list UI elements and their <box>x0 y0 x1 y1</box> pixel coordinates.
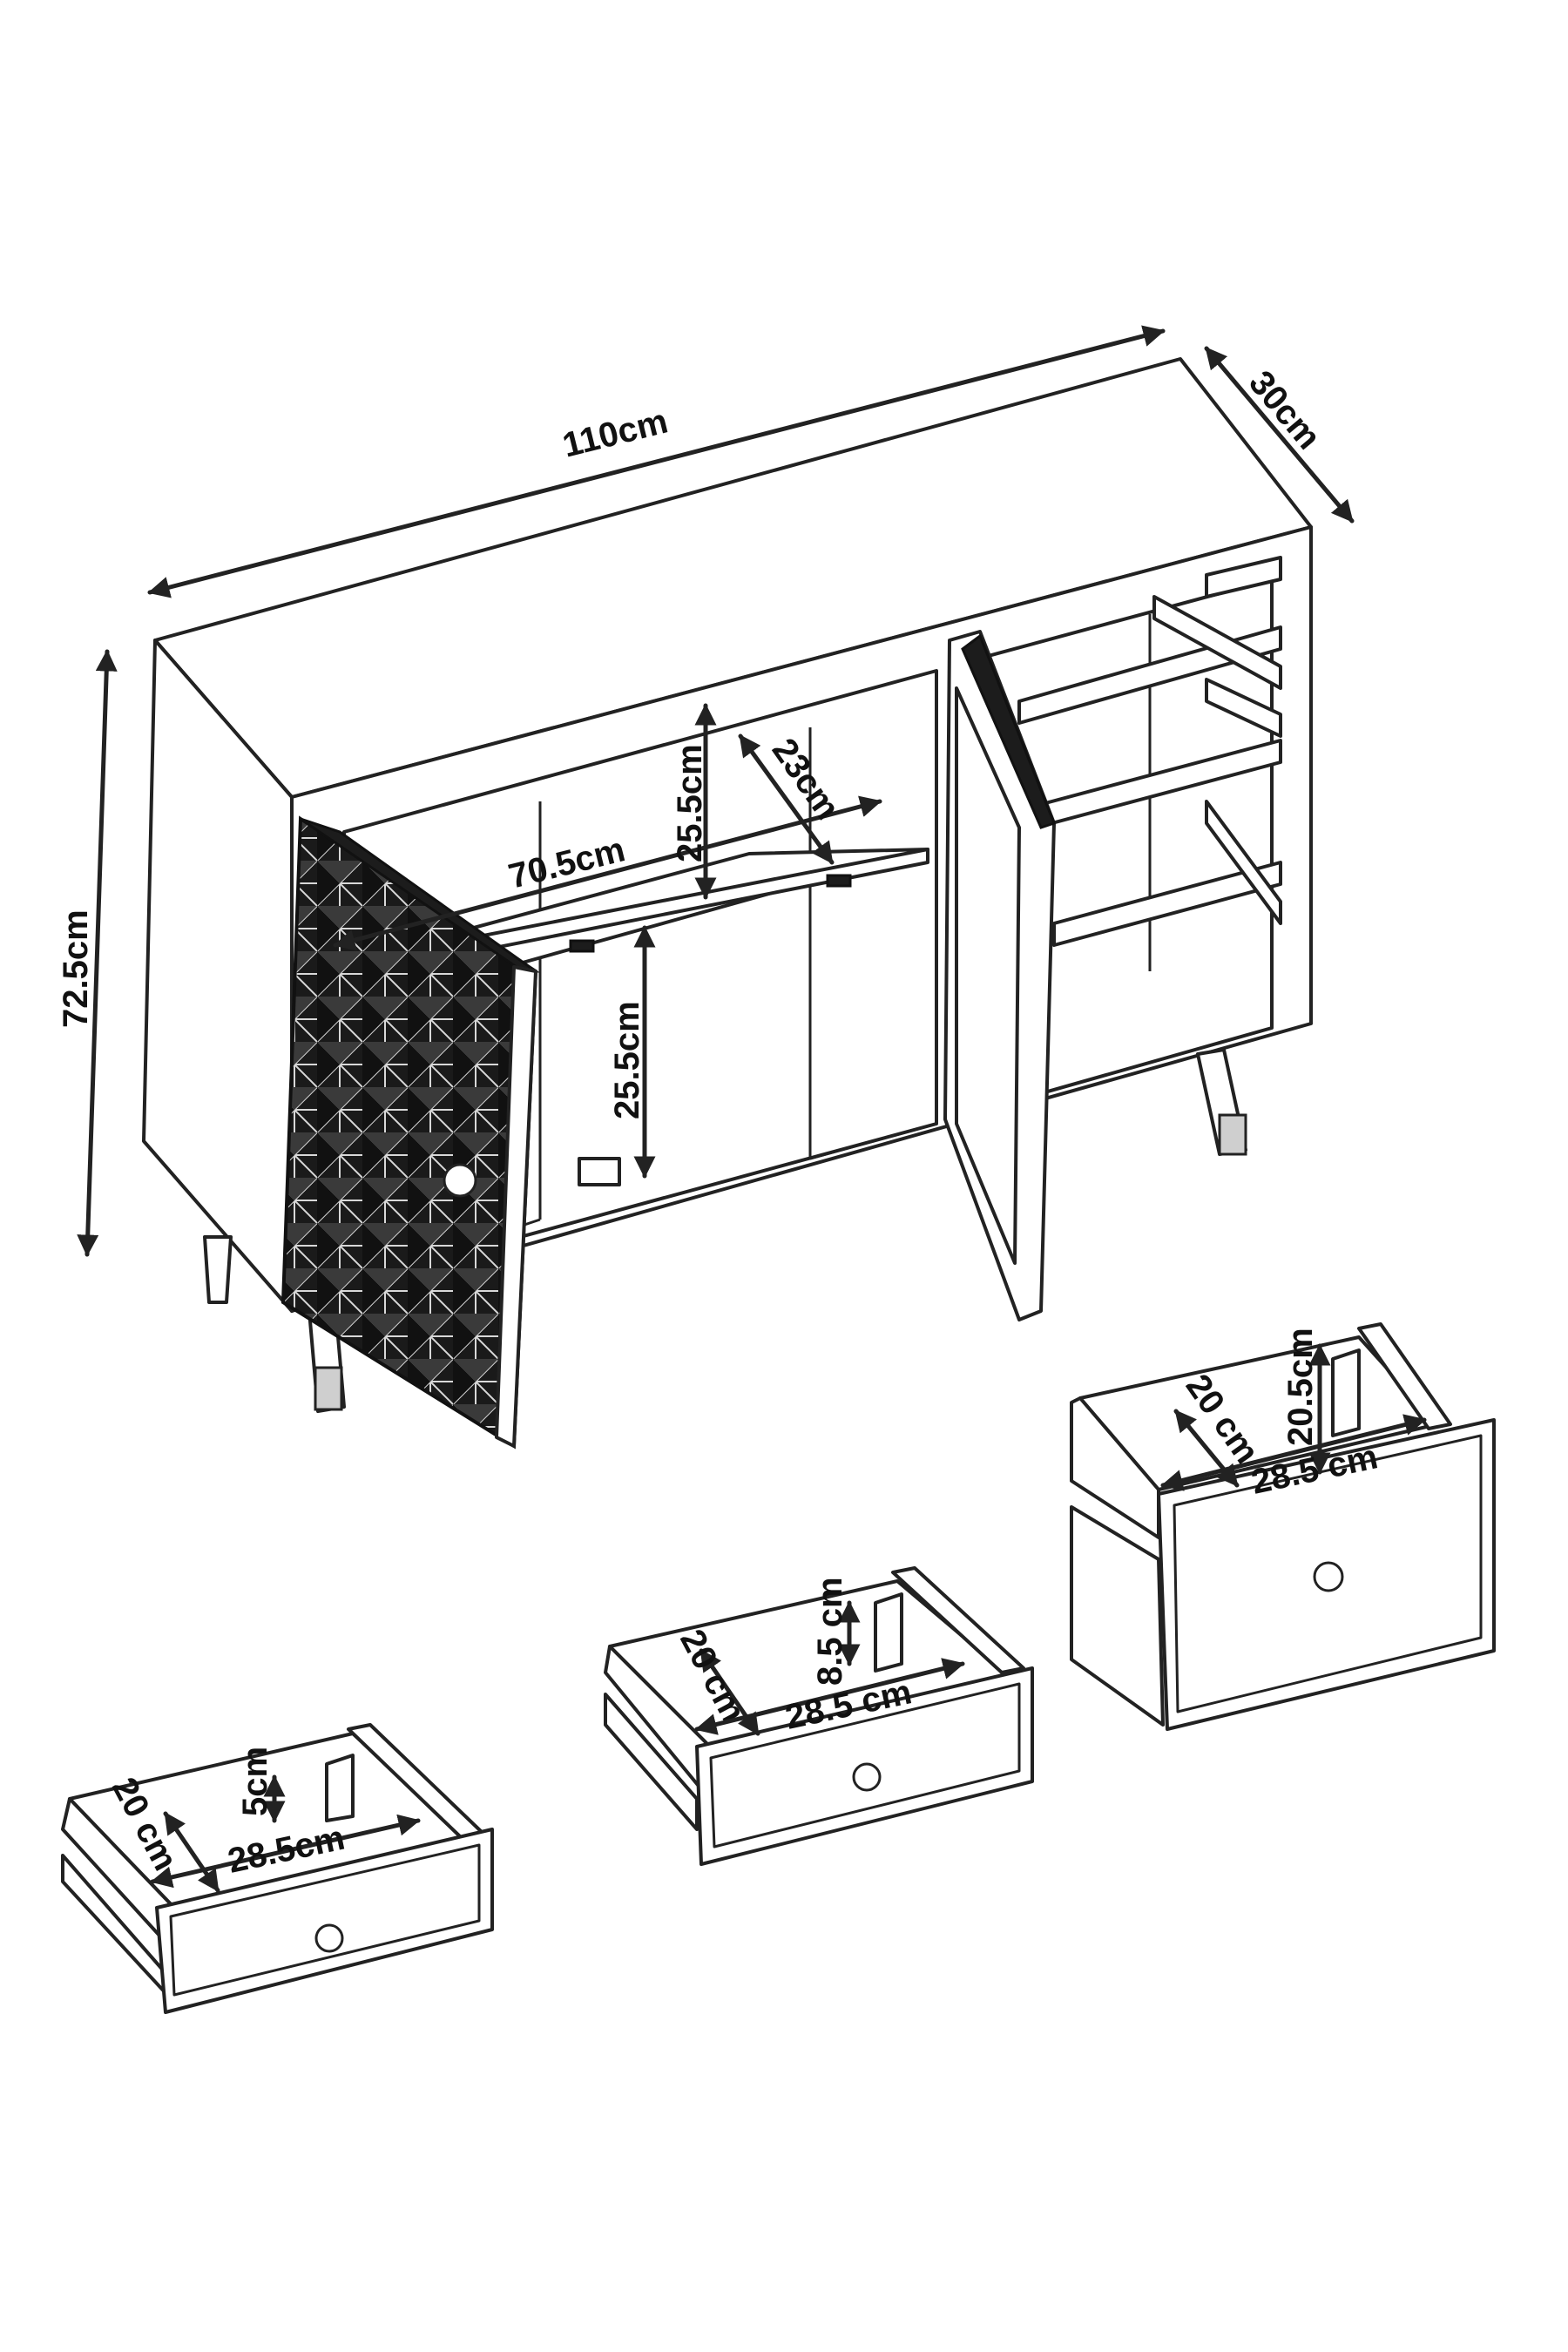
drawer-small: 20 cm 5cm 28.5cm <box>61 1723 494 2014</box>
lower-height-label: 25.5cm <box>608 1001 646 1119</box>
height-label: 72.5cm <box>57 909 95 1028</box>
depth-dim-line <box>1204 346 1355 524</box>
drawer-medium: 20 cm 8.5 cm 28.5 cm <box>604 1566 1034 1866</box>
drawer-large: 20 cm 20.5cm 28.5 cm <box>1070 1322 1496 1731</box>
width-dim-line <box>147 325 1166 598</box>
shelf-support <box>569 939 595 953</box>
drawer-knob <box>852 1762 882 1792</box>
drawer-knob <box>1313 1561 1344 1592</box>
upper-height-label: 25.5cm <box>671 744 709 862</box>
shelf-depth-dim-line <box>738 733 835 865</box>
drawer-medium-height-label: 8.5 cm <box>811 1577 849 1686</box>
shelf-support <box>826 874 852 888</box>
leg <box>203 1235 233 1304</box>
cable-block <box>578 1157 621 1186</box>
width-label: 110cm <box>559 402 672 464</box>
height-dim-line <box>77 649 118 1257</box>
cabinet <box>142 357 1313 1450</box>
drawer-knob <box>314 1923 344 1953</box>
drawer-small-height-label: 5cm <box>236 1747 274 1816</box>
drawer-large-height-label: 20.5cm <box>1281 1328 1320 1446</box>
door-knob <box>443 1163 477 1198</box>
